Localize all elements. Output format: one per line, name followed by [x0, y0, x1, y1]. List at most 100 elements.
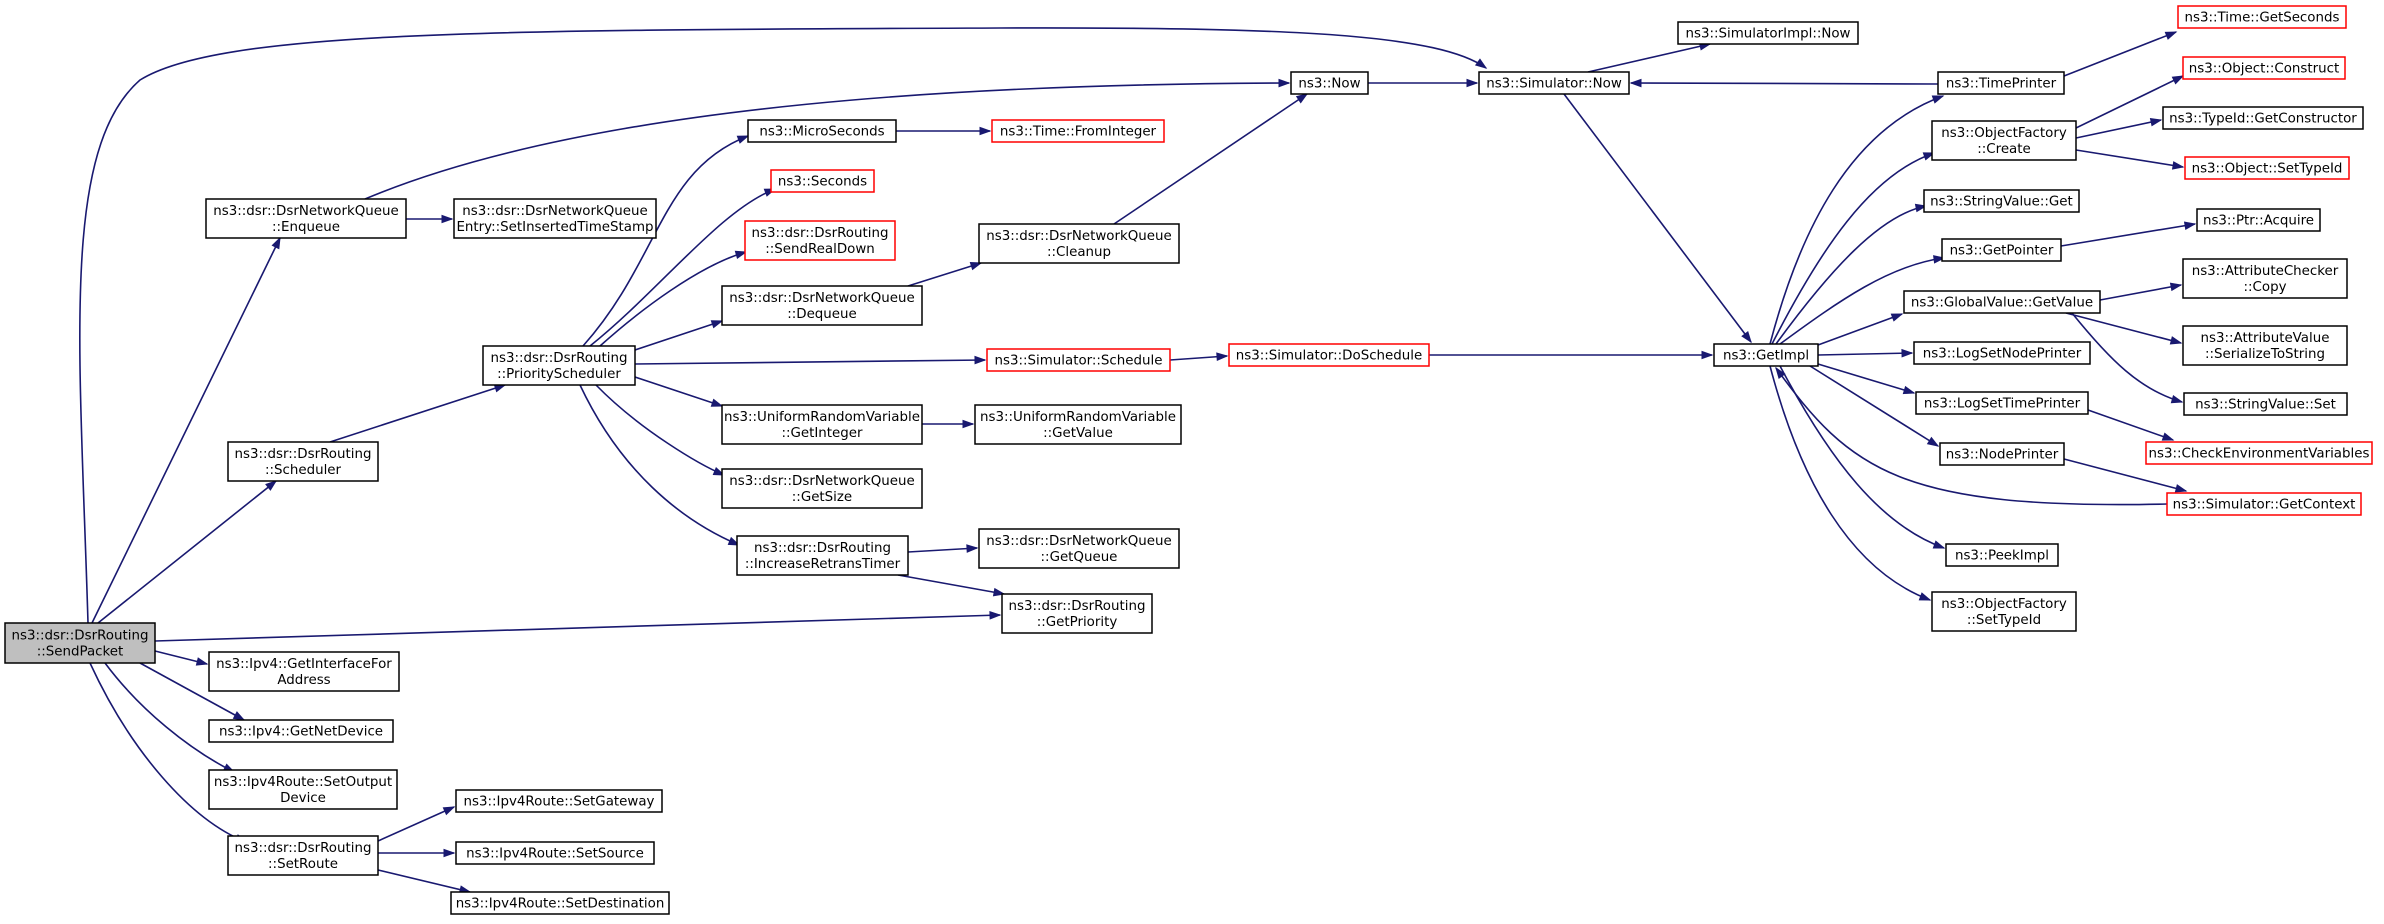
node-box	[205, 198, 407, 239]
node-object-factory-set-typeid[interactable]: ns3::ObjectFactory::SetTypeId	[1931, 591, 2077, 632]
node-label: ::SetRoute	[268, 857, 338, 872]
node-label: ns3::TimePrinter	[1946, 77, 2057, 92]
node-time-get-seconds[interactable]: ns3::Time::GetSeconds	[2177, 5, 2347, 29]
node-attribute-value-serialize[interactable]: ns3::AttributeValue::SerializeToString	[2182, 325, 2348, 366]
node-label: ::GetQueue	[1041, 550, 1118, 565]
node-label: ns3::MicroSeconds	[759, 125, 884, 140]
node-get-size[interactable]: ns3::dsr::DsrNetworkQueue::GetSize	[721, 468, 923, 509]
node-enqueue[interactable]: ns3::dsr::DsrNetworkQueue::Enqueue	[205, 198, 407, 239]
node-box	[450, 891, 670, 915]
node-object-factory-create[interactable]: ns3::ObjectFactory::Create	[1931, 120, 2077, 161]
node-label: ::Cleanup	[1047, 245, 1111, 260]
node-get-queue[interactable]: ns3::dsr::DsrNetworkQueue::GetQueue	[978, 528, 1180, 569]
node-log-set-node-printer[interactable]: ns3::LogSetNodePrinter	[1913, 341, 2091, 365]
edge-get-impl-to-global-value-get-value	[1817, 313, 1904, 346]
node-node-printer[interactable]: ns3::NodePrinter	[1939, 442, 2065, 466]
node-simulator-get-context[interactable]: ns3::Simulator::GetContext	[2166, 492, 2362, 516]
node-label: ::PriorityScheduler	[497, 367, 621, 382]
node-box	[453, 198, 657, 239]
node-set-gateway[interactable]: ns3::Ipv4Route::SetGateway	[455, 789, 663, 813]
node-attribute-checker-copy[interactable]: ns3::AttributeChecker::Copy	[2182, 258, 2348, 299]
edge-object-factory-create-to-object-construct	[2075, 75, 2185, 129]
node-set-source[interactable]: ns3::Ipv4Route::SetSource	[455, 841, 655, 865]
node-get-net-device[interactable]: ns3::Ipv4::GetNetDevice	[208, 719, 394, 743]
node-urv-get-integer[interactable]: ns3::UniformRandomVariable::GetInteger	[721, 404, 923, 445]
node-label: ns3::Object::SetTypeId	[2192, 162, 2343, 177]
node-string-value-get[interactable]: ns3::StringValue::Get	[1923, 189, 2080, 213]
node-cleanup[interactable]: ns3::dsr::DsrNetworkQueue::Cleanup	[978, 223, 1180, 264]
node-label: ns3::dsr::DsrNetworkQueue	[729, 474, 914, 489]
node-micro-seconds[interactable]: ns3::MicroSeconds	[747, 119, 897, 143]
node-simulator-now[interactable]: ns3::Simulator::Now	[1478, 71, 1630, 95]
node-box	[2196, 208, 2321, 232]
node-set-route[interactable]: ns3::dsr::DsrRouting::SetRoute	[227, 835, 379, 876]
edge-priority-scheduler-to-dequeue	[634, 320, 724, 351]
node-label: ns3::dsr::DsrRouting	[235, 841, 372, 856]
node-simulator-do-schedule[interactable]: ns3::Simulator::DoSchedule	[1228, 343, 1430, 367]
node-label: ns3::StringValue::Set	[2195, 398, 2336, 413]
node-label: ns3::NodePrinter	[1946, 448, 2059, 463]
edge-send-packet-to-get-interface-for-address	[154, 650, 209, 666]
edge-get-impl-to-time-printer	[1769, 95, 1945, 345]
node-ptr-acquire[interactable]: ns3::Ptr::Acquire	[2196, 208, 2321, 232]
node-box	[227, 441, 379, 482]
node-set-destination[interactable]: ns3::Ipv4Route::SetDestination	[450, 891, 670, 915]
node-label: ns3::Simulator::DoSchedule	[1236, 349, 1422, 364]
node-string-value-set[interactable]: ns3::StringValue::Set	[2183, 392, 2348, 416]
edge-object-factory-create-to-object-set-typeid	[2075, 149, 2185, 170]
node-label: ::Scheduler	[265, 463, 342, 478]
node-box	[2182, 258, 2348, 299]
edge-node-printer-to-simulator-get-context	[2063, 458, 2188, 493]
call-graph-edges	[79, 27, 2197, 894]
node-typeid-get-constructor[interactable]: ns3::TypeId::GetConstructor	[2162, 106, 2364, 130]
node-label: ns3::ObjectFactory	[1941, 597, 2067, 612]
node-priority-scheduler[interactable]: ns3::dsr::DsrRouting::PriorityScheduler	[482, 345, 636, 386]
node-box	[978, 223, 1180, 264]
node-check-env-vars[interactable]: ns3::CheckEnvironmentVariables	[2145, 441, 2373, 465]
node-label: ::Dequeue	[787, 307, 857, 322]
node-object-set-typeid[interactable]: ns3::Object::SetTypeId	[2184, 156, 2350, 180]
node-increase-retrans-timer[interactable]: ns3::dsr::DsrRouting::IncreaseRetransTim…	[736, 535, 909, 576]
node-box	[1937, 71, 2065, 95]
node-log-set-time-printer[interactable]: ns3::LogSetTimePrinter	[1915, 391, 2089, 415]
edge-get-impl-to-log-set-time-printer	[1817, 363, 1916, 395]
node-get-impl[interactable]: ns3::GetImpl	[1713, 343, 1819, 367]
node-label: ::Enqueue	[272, 220, 340, 235]
edge-simulator-get-context-to-get-impl	[1775, 366, 2168, 506]
node-box	[1915, 391, 2089, 415]
node-urv-get-value[interactable]: ns3::UniformRandomVariable::GetValue	[974, 404, 1182, 445]
node-get-pointer[interactable]: ns3::GetPointer	[1941, 238, 2062, 262]
node-box	[1290, 71, 1369, 95]
node-label: ns3::dsr::DsrRouting	[235, 447, 372, 462]
node-peek-impl[interactable]: ns3::PeekImpl	[1945, 543, 2059, 567]
node-seconds[interactable]: ns3::Seconds	[770, 169, 875, 193]
node-send-real-down[interactable]: ns3::dsr::DsrRouting::SendRealDown	[744, 220, 896, 261]
node-global-value-get-value[interactable]: ns3::GlobalValue::GetValue	[1903, 290, 2101, 314]
node-label: ns3::LogSetNodePrinter	[1923, 347, 2082, 362]
node-set-inserted-timestamp[interactable]: ns3::dsr::DsrNetworkQueueEntry::SetInser…	[453, 198, 657, 239]
node-get-priority[interactable]: ns3::dsr::DsrRouting::GetPriority	[1001, 593, 1153, 634]
node-simulator-impl-now[interactable]: ns3::SimulatorImpl::Now	[1677, 21, 1859, 45]
node-label: Device	[280, 791, 326, 806]
node-label: ns3::StringValue::Get	[1930, 195, 2073, 210]
node-box	[2177, 5, 2347, 29]
edge-send-packet-to-simulator-now	[79, 27, 1488, 624]
node-time-from-integer[interactable]: ns3::Time::FromInteger	[991, 119, 1165, 143]
node-ns3-now[interactable]: ns3::Now	[1290, 71, 1369, 95]
node-time-printer[interactable]: ns3::TimePrinter	[1937, 71, 2065, 95]
node-box	[1923, 189, 2080, 213]
node-label: ns3::Object::Construct	[2189, 62, 2340, 77]
node-label: ns3::Ipv4Route::SetGateway	[464, 795, 655, 810]
node-simulator-schedule[interactable]: ns3::Simulator::Schedule	[986, 348, 1171, 372]
node-label: ::SendRealDown	[765, 242, 875, 257]
node-scheduler[interactable]: ns3::dsr::DsrRouting::Scheduler	[227, 441, 379, 482]
node-box	[455, 841, 655, 865]
edge-global-value-get-value-to-string-value-set	[2071, 312, 2184, 404]
node-object-construct[interactable]: ns3::Object::Construct	[2182, 56, 2346, 80]
node-box	[482, 345, 636, 386]
node-dequeue[interactable]: ns3::dsr::DsrNetworkQueue::Dequeue	[721, 285, 923, 326]
edge-object-factory-create-to-typeid-get-constructor	[2075, 117, 2163, 139]
